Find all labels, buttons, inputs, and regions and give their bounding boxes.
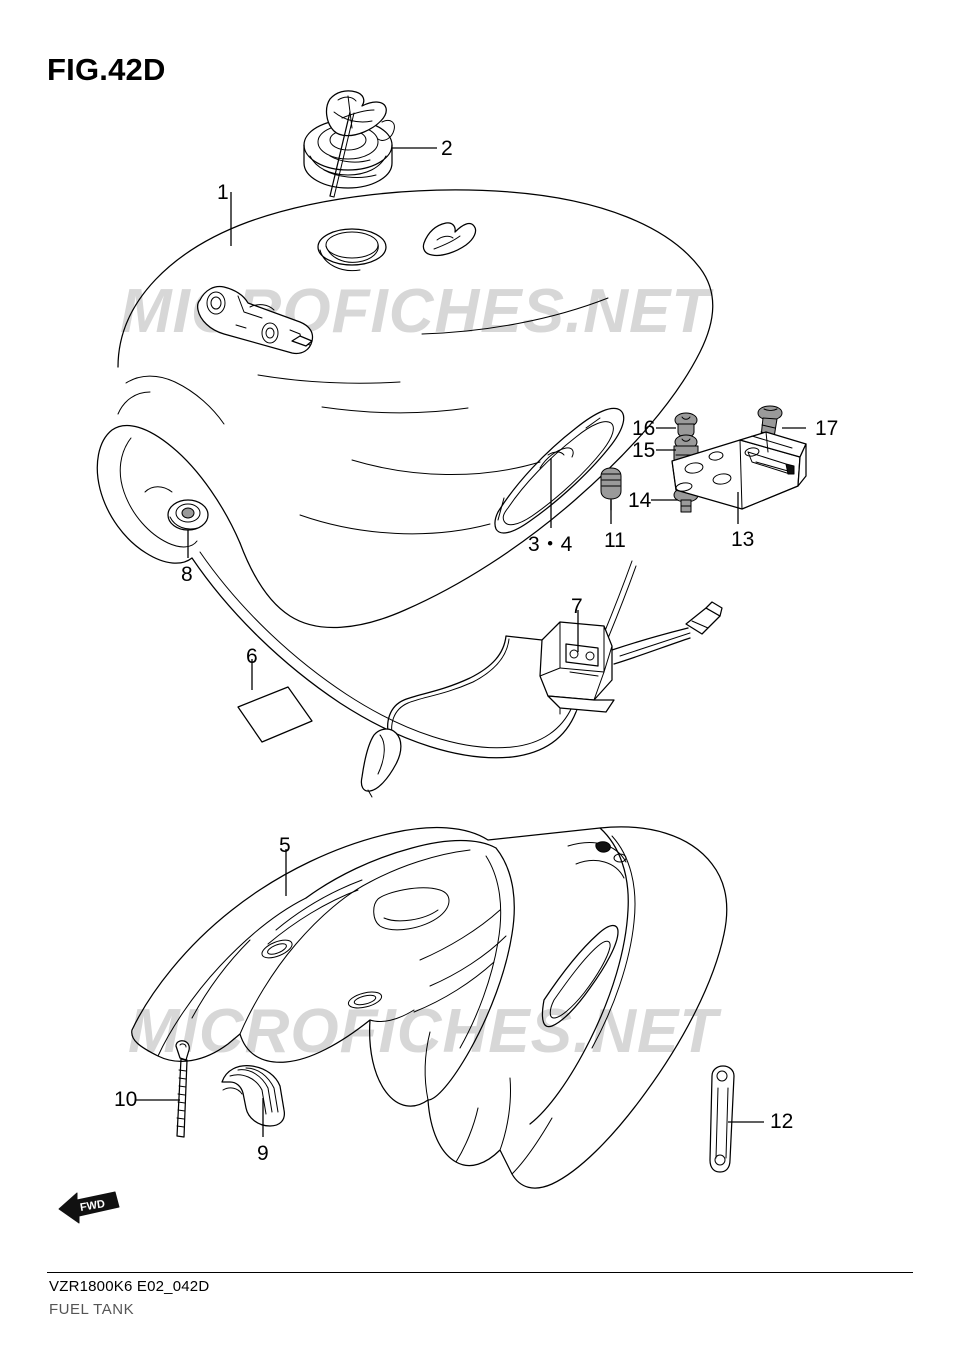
callout-12: 12 bbox=[770, 1110, 794, 1133]
footer-divider bbox=[47, 1272, 913, 1273]
figure-title: FIG.42D bbox=[47, 52, 166, 87]
cushion-pad-drawing bbox=[237, 686, 313, 743]
callout-14: 14 bbox=[628, 489, 652, 512]
fwd-label: FWD bbox=[79, 1198, 106, 1214]
leader-lines bbox=[136, 147, 806, 1137]
callout-15: 15 bbox=[632, 439, 656, 462]
callout-13: 13 bbox=[731, 528, 755, 551]
callout-5: 5 bbox=[279, 834, 291, 857]
callout-1: 1 bbox=[217, 181, 229, 204]
footer-section-name: FUEL TANK bbox=[49, 1301, 135, 1318]
watermark-bottom: MICROFICHES.NET bbox=[128, 997, 719, 1066]
callout-17: 17 bbox=[815, 417, 839, 440]
tank-grommet-drawing bbox=[167, 499, 209, 531]
fuel-level-sensor-drawing bbox=[360, 601, 723, 798]
watermark-top: MICROFICHES.NET bbox=[120, 277, 711, 346]
callout-8: 8 bbox=[181, 563, 193, 586]
tank-band-drawing bbox=[709, 1065, 735, 1173]
fwd-arrow-marker: FWD bbox=[58, 1191, 120, 1224]
fuel-tank-cover-drawing bbox=[131, 826, 728, 1189]
callout-7: 7 bbox=[571, 595, 583, 618]
fuel-tank-drawing bbox=[96, 189, 714, 759]
fasteners-drawing bbox=[673, 405, 783, 513]
callout-2: 2 bbox=[441, 137, 453, 160]
callout-3-4: 3・4 bbox=[528, 533, 573, 556]
ribbed-cushion-drawing bbox=[221, 1064, 286, 1127]
callout-16: 16 bbox=[632, 417, 656, 440]
cable-tie-drawing bbox=[175, 1040, 190, 1138]
callout-11: 11 bbox=[604, 529, 626, 552]
clip-nut-drawing bbox=[600, 467, 622, 511]
callout-10: 10 bbox=[114, 1088, 138, 1111]
footer-model-code: VZR1800K6 E02_042D bbox=[49, 1278, 210, 1295]
fuel-cap-assembly-drawing bbox=[303, 90, 395, 198]
callout-6: 6 bbox=[246, 645, 258, 668]
callout-9: 9 bbox=[257, 1142, 269, 1165]
mounting-bracket-drawing bbox=[671, 431, 807, 510]
